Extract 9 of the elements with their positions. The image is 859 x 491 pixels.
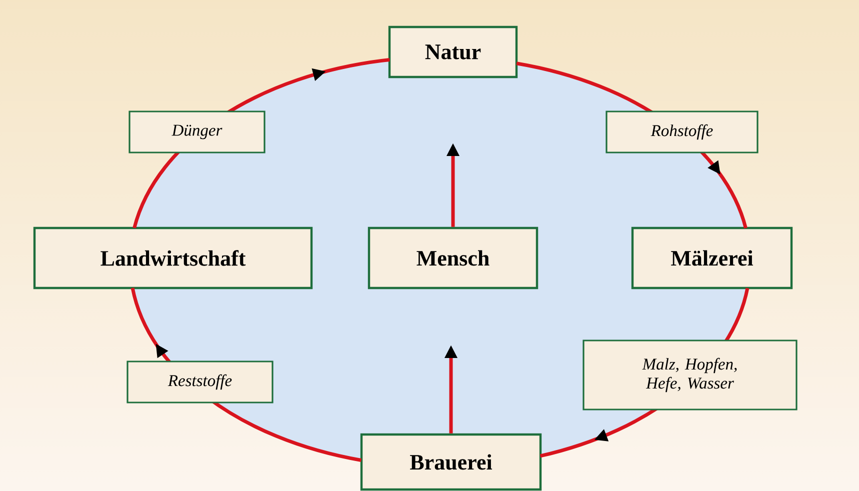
edge-label: Reststoffe: [126, 360, 274, 404]
edge-label: Malz, Hopfen, Hefe, Wasser: [582, 340, 798, 410]
process-box: Natur: [388, 26, 518, 78]
process-box: Mälzerei: [631, 226, 793, 290]
edge-label: Dünger: [128, 110, 266, 154]
edge-label: Rohstoffe: [606, 110, 758, 154]
process-box: Mensch: [368, 226, 538, 290]
process-box: Landwirtschaft: [33, 226, 313, 290]
process-box: Brauerei: [360, 433, 542, 491]
